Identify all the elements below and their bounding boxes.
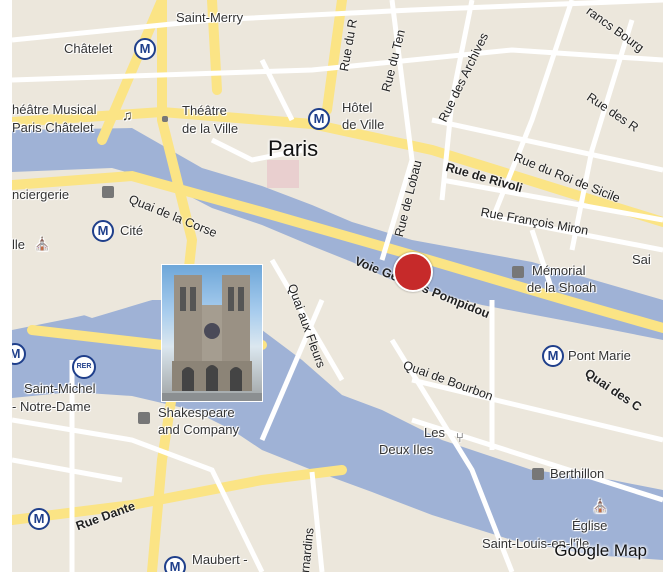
place-shakespeare-line2: and Company	[158, 422, 239, 437]
place-maubert: Maubert -	[192, 552, 248, 567]
music-note-icon: ♫	[122, 107, 133, 123]
theatre-poi-icon	[162, 116, 168, 122]
metro-hotel-de-ville-icon[interactable]: M	[308, 108, 330, 130]
place-saint-merry: Saint-Merry	[176, 10, 244, 25]
metro-maubert-left-icon[interactable]: M	[28, 508, 50, 530]
metro-chatelet-icon[interactable]: M	[134, 38, 156, 60]
notre-dame-illustration	[162, 275, 262, 401]
ice-cream-icon	[532, 468, 544, 480]
street-3	[379, 0, 415, 261]
metro-maubert-icon[interactable]: M	[164, 556, 186, 572]
place-pont-marie: Pont Marie	[568, 348, 631, 363]
metro-saint-michel-icon[interactable]: M	[12, 343, 26, 365]
street-1	[12, 0, 663, 43]
place-sai: Sai	[632, 252, 651, 267]
street-7	[441, 177, 663, 223]
street-22	[259, 58, 295, 122]
street-6	[569, 19, 635, 251]
minor-roads	[12, 0, 663, 572]
place-memorial-line1: Mémorial	[532, 263, 586, 278]
map-canvas[interactable]: Rue du R Rue du Ten Rue des Archives ran…	[12, 0, 663, 572]
street-11	[259, 299, 325, 441]
place-theatre-musical-line1: héâtre Musical	[12, 102, 97, 117]
place-saint-michel-line1: Saint-Michel	[24, 381, 96, 396]
metro-cite-icon[interactable]: M	[92, 220, 114, 242]
place-saint-michel-line2: - Notre-Dame	[12, 399, 91, 414]
place-eglise-line2: Saint-Louis-en-l'île	[482, 536, 590, 551]
place-theatre-ville-line2: de la Ville	[182, 121, 239, 136]
street-2	[12, 47, 663, 83]
place-memorial-line2: de la Shoah	[527, 280, 597, 295]
street-9	[431, 117, 663, 173]
bookshop-icon	[138, 412, 150, 424]
street-10	[269, 258, 345, 382]
metro-pont-marie-icon[interactable]: M	[542, 345, 564, 367]
place-cite: Cité	[120, 223, 144, 238]
location-marker[interactable]	[393, 252, 433, 292]
hotel-de-ville-block	[267, 160, 299, 188]
street-17	[12, 457, 123, 483]
memorial-icon	[512, 266, 524, 278]
street-4	[439, 0, 475, 201]
place-hotel-de-ville-line2: de Ville	[342, 117, 385, 132]
place-ile: lle	[12, 237, 26, 252]
street-20	[529, 229, 555, 291]
place-chatelet: Châtelet	[64, 41, 113, 56]
street-8	[481, 212, 663, 253]
place-theatre-ville-line1: Théâtre	[182, 103, 227, 118]
church-icon: ⛪	[34, 236, 51, 251]
street-21	[210, 137, 303, 163]
place-les-deux-iles-line1: Les	[424, 425, 445, 440]
place-conciergerie: nciergerie	[12, 187, 70, 202]
place-berthillon: Berthillon	[550, 466, 605, 481]
road-voie-pompidou	[12, 170, 663, 333]
place-eglise-line1: Église	[572, 518, 608, 533]
city-label-paris: Paris	[268, 136, 319, 161]
road-chatelet	[97, 0, 167, 145]
ile-saint-louis	[372, 300, 663, 480]
road-rue-du-renard	[322, 0, 347, 115]
church-icon-2: ⛪	[592, 498, 609, 513]
map-credit: Google Map	[554, 541, 647, 560]
street-5	[489, 0, 575, 221]
place-les-deux-iles-line2: Deux Iles	[379, 442, 434, 457]
rer-saint-michel-icon[interactable]: RER	[72, 355, 96, 379]
place-theatre-musical-line2: Paris Châtelet	[12, 120, 94, 135]
restaurant-icon: ⑂	[456, 430, 464, 445]
notre-dame-photo[interactable]	[161, 264, 263, 402]
street-13	[411, 377, 663, 443]
landmark-icon	[102, 186, 114, 198]
street-18	[309, 471, 325, 572]
place-shakespeare-line1: Shakespeare	[158, 405, 235, 420]
street-14	[411, 417, 663, 503]
place-hotel-de-ville-line1: Hôtel	[342, 100, 373, 115]
